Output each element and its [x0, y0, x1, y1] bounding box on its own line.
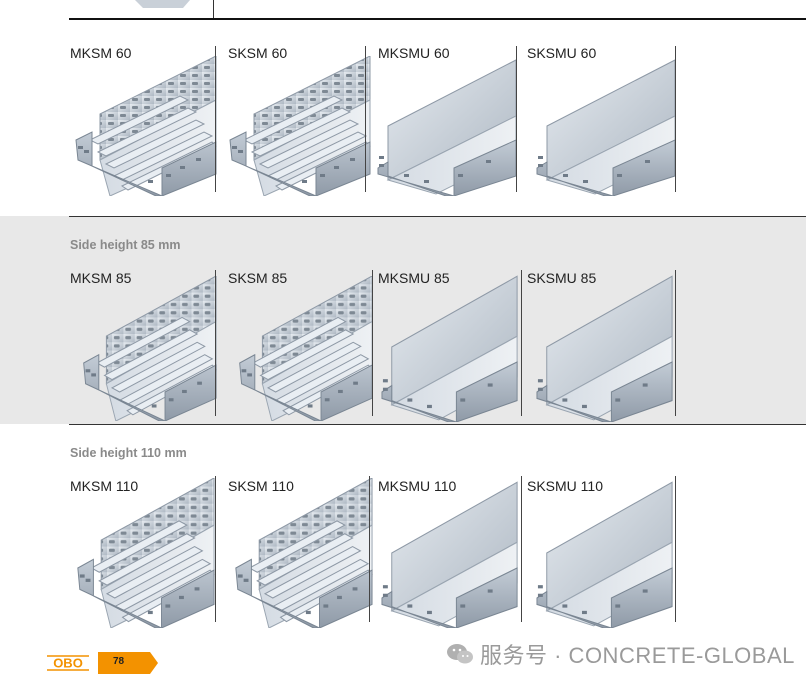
solid-cable-tray-image — [536, 481, 673, 628]
column-divider — [675, 46, 676, 192]
solid-cable-tray-image — [381, 481, 518, 628]
product-sksm-85[interactable]: SKSM 85 — [228, 216, 378, 424]
solid-cable-tray-image — [536, 59, 676, 196]
mesh-cable-tray-image — [229, 56, 371, 196]
section-rule — [69, 216, 806, 217]
mesh-cable-tray-image — [83, 276, 217, 421]
section-title: Side height 85 mm — [70, 238, 181, 252]
obo-logo-icon: OBO — [46, 655, 90, 671]
column-divider-top — [213, 0, 214, 18]
section-side-height-85: Side height 85 mm MKSM 85 SKSM 85 MKSMU … — [0, 216, 806, 424]
section-rule-top — [69, 18, 806, 20]
product-sksm-110[interactable]: SKSM 110 — [228, 424, 378, 634]
section-side-height-110: Side height 110 mm MKSM 110 SKSM 110 MKS… — [0, 424, 806, 634]
product-label: MKSM 60 — [70, 45, 132, 61]
section-title: Side height 110 mm — [70, 446, 187, 460]
product-mksm-85[interactable]: MKSM 85 — [70, 216, 220, 424]
product-label: MKSM 85 — [70, 270, 132, 286]
section-side-height-60: MKSM 60 SKSM 60 MKSMU 60 SKSMU 60 — [0, 20, 806, 216]
wechat-icon — [447, 644, 473, 664]
column-divider — [215, 46, 216, 192]
column-divider — [215, 270, 216, 416]
watermark-text: 服务号 · CONCRETE-GLOBAL — [480, 643, 795, 668]
product-label: SKSM 60 — [228, 45, 288, 61]
product-mksm-60[interactable]: MKSM 60 — [70, 20, 220, 216]
page-tab-icon — [98, 652, 158, 674]
solid-cable-tray-image — [381, 275, 518, 422]
product-mksmu-85[interactable]: MKSMU 85 — [378, 216, 528, 424]
product-label: MKSMU 110 — [378, 478, 457, 494]
column-divider — [215, 476, 216, 622]
solid-cable-tray-image — [536, 275, 673, 422]
page-number: 78 — [113, 656, 125, 667]
product-sksmu-85[interactable]: SKSMU 85 — [527, 216, 677, 424]
column-divider — [369, 476, 370, 622]
product-label: SKSM 110 — [228, 478, 294, 494]
product-sksmu-60[interactable]: SKSMU 60 — [527, 20, 677, 216]
mesh-cable-tray-image — [239, 276, 373, 421]
product-mksmu-60[interactable]: MKSMU 60 — [377, 20, 528, 216]
mesh-cable-tray-image — [75, 56, 217, 196]
section-rule — [69, 424, 806, 425]
product-mksm-110[interactable]: MKSM 110 — [70, 424, 220, 634]
product-label: MKSM 110 — [70, 478, 139, 494]
brand-text: OBO — [53, 656, 83, 671]
mesh-cable-tray-image — [235, 478, 373, 628]
column-divider — [372, 270, 373, 416]
product-mksmu-110[interactable]: MKSMU 110 — [378, 424, 528, 634]
product-label: SKSMU 60 — [527, 45, 597, 61]
previous-product-image-fragment — [135, 0, 190, 8]
solid-cable-tray-image — [377, 59, 517, 196]
product-label: SKSM 85 — [228, 270, 288, 286]
column-divider — [521, 270, 522, 416]
column-divider — [675, 270, 676, 416]
product-label: SKSMU 85 — [527, 270, 597, 286]
watermark: 服务号 · CONCRETE-GLOBAL — [446, 638, 795, 670]
column-divider — [675, 476, 676, 622]
column-divider — [516, 46, 517, 192]
product-sksmu-110[interactable]: SKSMU 110 — [527, 424, 677, 634]
mesh-cable-tray-image — [77, 478, 215, 628]
product-label: SKSMU 110 — [527, 478, 603, 494]
column-divider — [365, 46, 366, 192]
product-sksm-60[interactable]: SKSM 60 — [228, 20, 378, 216]
product-label: MKSMU 85 — [378, 270, 450, 286]
product-label: MKSMU 60 — [378, 45, 450, 61]
column-divider — [521, 476, 522, 622]
